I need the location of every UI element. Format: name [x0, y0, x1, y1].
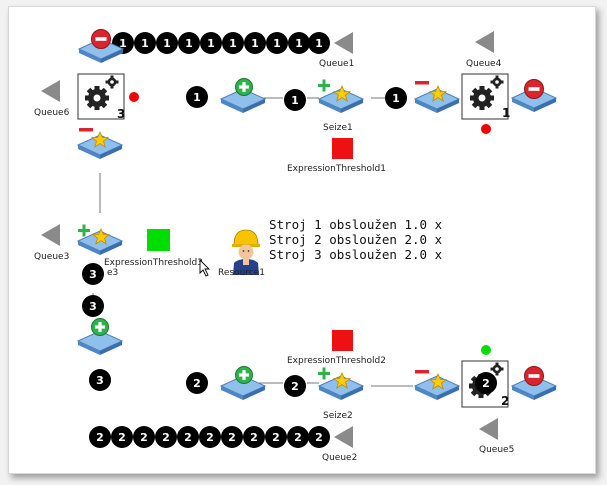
worker-icon[interactable]	[232, 229, 260, 275]
cursor-icon	[199, 258, 211, 277]
queue3-label: Queue3	[34, 252, 69, 262]
expr2-label: ExpressionThreshold2	[287, 356, 386, 366]
connectors	[92, 97, 413, 387]
token	[186, 86, 208, 108]
token	[82, 295, 104, 317]
machine2[interactable]: 2 2	[461, 360, 509, 408]
q1-token: 1	[119, 37, 127, 50]
q2-token: 2	[272, 431, 280, 444]
seize2-label: Seize2	[323, 411, 353, 421]
q2-token: 2	[228, 431, 236, 444]
token-label: 3	[96, 374, 104, 387]
token-label: 1	[193, 91, 201, 104]
q2-token: 2	[294, 431, 302, 444]
arrow-left-icon[interactable]	[334, 426, 353, 448]
machine3[interactable]: 3	[77, 73, 125, 121]
machine1[interactable]: 1	[461, 73, 510, 120]
remove-icon	[91, 29, 111, 49]
q1-token: 1	[163, 37, 171, 50]
token-label: 3	[89, 300, 97, 313]
stat-line-1: Stroj 1 obsloužen 1.0 x	[269, 217, 443, 232]
process-diagram: 1 1 1 1 1 1 1 1 1 1 Queue1 Queue4 1 1 1 …	[34, 29, 557, 463]
expr3-label-tail: e3	[107, 268, 118, 278]
remove-icon	[415, 370, 429, 374]
add-icon	[318, 79, 330, 92]
machine2-count: 2	[501, 394, 509, 408]
token	[284, 89, 306, 111]
queue2-label: Queue2	[322, 453, 357, 463]
machine1-count: 1	[502, 106, 510, 120]
add-icon	[318, 367, 330, 380]
token	[186, 372, 208, 394]
gear-icon	[85, 86, 109, 110]
token	[89, 369, 111, 391]
queue2-tokens: 2 2 2 2 2 2 2 2 2 2 2	[89, 426, 330, 448]
arrow-left-icon[interactable]	[41, 80, 60, 102]
queue4-label: Queue4	[466, 59, 502, 69]
canvas-frame: 1 1 1 1 1 1 1 1 1 1 Queue1 Queue4 1 1 1 …	[8, 6, 596, 474]
token	[385, 87, 407, 109]
q1-token: 1	[273, 37, 281, 50]
resource1-label: Resource1	[218, 268, 265, 278]
q1-token: 1	[315, 37, 323, 50]
expression-threshold2[interactable]	[332, 330, 353, 351]
add-icon	[235, 78, 253, 96]
token-label: 1	[291, 94, 299, 107]
add-icon	[91, 318, 109, 336]
expr3-label: ExpressionThreshold3	[104, 258, 203, 268]
gear-icon	[470, 86, 494, 110]
arrow-left-icon[interactable]	[334, 32, 353, 54]
token	[82, 263, 104, 285]
remove-icon	[415, 81, 429, 85]
token-label: 2	[193, 377, 201, 390]
machine2-token: 2	[482, 377, 490, 390]
machine3-count: 3	[117, 107, 125, 121]
q1-token: 1	[141, 37, 149, 50]
add-icon	[235, 366, 253, 384]
remove-icon	[524, 366, 544, 386]
q1-token: 1	[295, 37, 303, 50]
q1-token: 1	[229, 37, 237, 50]
expression-threshold1[interactable]	[332, 138, 353, 159]
machine2-indicator	[481, 345, 491, 355]
remove-icon	[79, 128, 93, 132]
token-label: 1	[392, 92, 400, 105]
token	[284, 375, 306, 397]
q2-token: 2	[184, 431, 192, 444]
expression-threshold3[interactable]	[147, 229, 170, 251]
queue6-label: Queue6	[34, 108, 70, 118]
arrow-left-icon[interactable]	[475, 31, 494, 53]
expr1-label: ExpressionThreshold1	[287, 164, 386, 174]
q2-token: 2	[118, 431, 126, 444]
arrow-left-icon[interactable]	[479, 418, 498, 440]
remove-icon	[524, 79, 544, 99]
q2-token: 2	[140, 431, 148, 444]
arrow-left-icon[interactable]	[41, 224, 60, 246]
seize1-label: Seize1	[323, 123, 353, 133]
stat-line-3: Stroj 3 obsloužen 2.0 x	[269, 247, 443, 262]
add-icon	[78, 224, 90, 237]
queue1-tokens: 1 1 1 1 1 1 1 1 1 1	[112, 32, 330, 54]
token-label: 2	[291, 380, 299, 393]
stat-line-2: Stroj 2 obsloužen 2.0 x	[269, 232, 443, 247]
q2-token: 2	[250, 431, 258, 444]
q2-token: 2	[206, 431, 214, 444]
queue1-label: Queue1	[319, 59, 354, 69]
q1-token: 1	[185, 37, 193, 50]
queue5-label: Queue5	[479, 445, 514, 455]
q1-token: 1	[207, 37, 215, 50]
machine3-indicator	[129, 92, 139, 102]
q2-token: 2	[96, 431, 104, 444]
q2-token: 2	[315, 431, 323, 444]
token-label: 3	[89, 268, 97, 281]
machine1-indicator	[481, 124, 491, 134]
q2-token: 2	[162, 431, 170, 444]
q1-token: 1	[251, 37, 259, 50]
